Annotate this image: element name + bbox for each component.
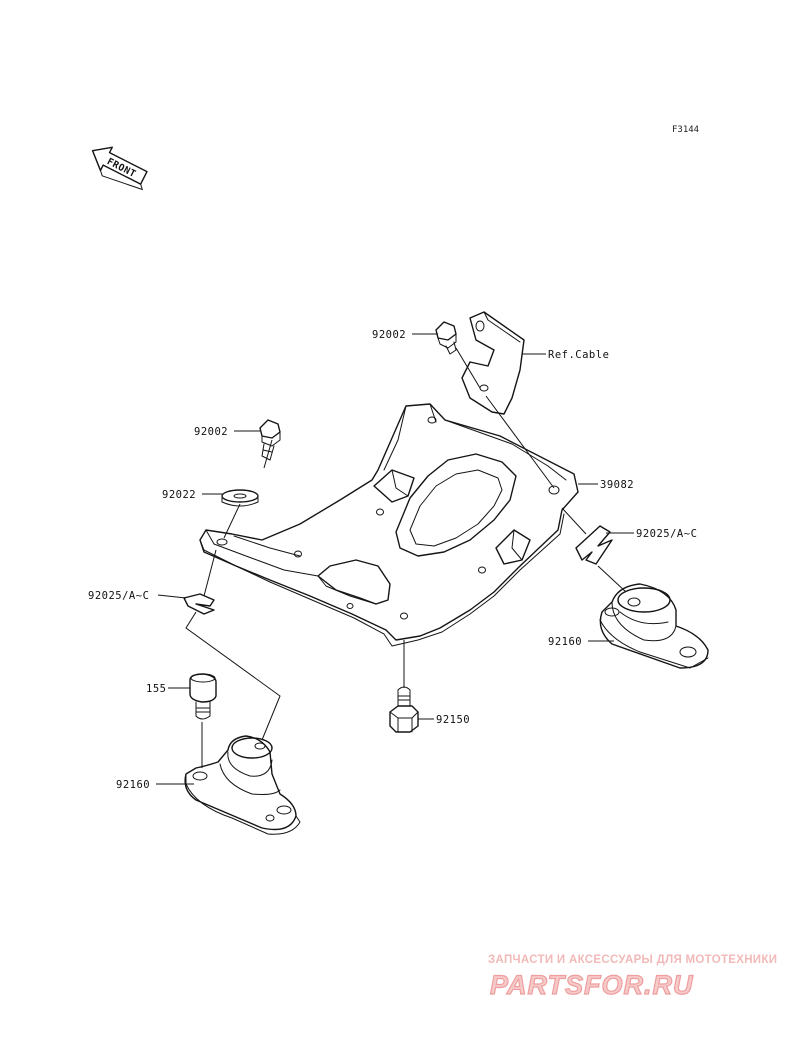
watermark: ЗАПЧАСТИ И АКСЕССУАРЫ ДЛЯ МОТОТЕХНИКИ PA…	[488, 954, 777, 1001]
label-clip-left: 92025/A~C	[88, 590, 149, 602]
bolt-left	[259, 419, 281, 461]
bolt-bottom	[389, 686, 419, 733]
label-ref-cable: Ref.Cable	[548, 349, 609, 361]
bolt-top	[435, 321, 457, 355]
watermark-logo: PARTSFOR.RU	[490, 970, 694, 1000]
stud	[189, 673, 217, 720]
labels: 92002 Ref.Cable 92002 92022 39082 92025/…	[88, 329, 697, 791]
front-label: FRONT	[105, 156, 138, 180]
watermark-tagline: ЗАПЧАСТИ И АКСЕССУАРЫ ДЛЯ МОТОТЕХНИКИ	[488, 954, 777, 966]
front-arrow-icon: FRONT	[91, 146, 148, 191]
label-mount-right: 92160	[548, 636, 582, 648]
label-mount-left: 92160	[116, 779, 150, 791]
clip-left	[183, 593, 215, 615]
label-stud: 155	[146, 683, 166, 695]
label-bolt-left: 92002	[194, 426, 228, 438]
cable-bracket	[461, 311, 525, 415]
label-clip-right: 92025/A~C	[636, 528, 697, 540]
engine-mount-right	[599, 583, 709, 669]
mounting-bracket	[199, 403, 579, 647]
assembly-lines	[185, 347, 627, 768]
engine-mount-left	[184, 735, 301, 835]
label-bolt-top: 92002	[372, 329, 406, 341]
label-bracket: 39082	[600, 479, 634, 491]
label-bolt-bottom: 92150	[436, 714, 470, 726]
diagram-code: F3144	[672, 125, 699, 135]
washer	[221, 489, 259, 507]
label-washer: 92022	[162, 489, 196, 501]
clip-right	[575, 525, 613, 565]
